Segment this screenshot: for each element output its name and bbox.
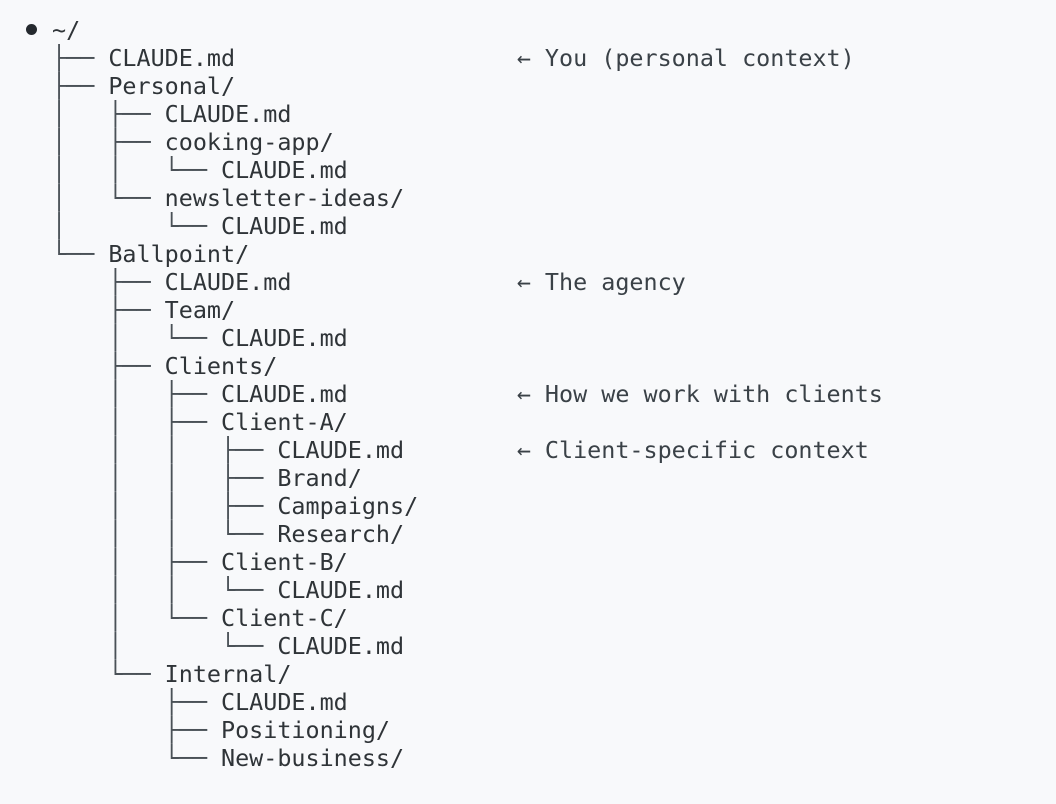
tree-branch-glyphs: ├── xyxy=(52,72,109,100)
tree-branch-glyphs: │ ├── xyxy=(52,408,221,436)
tree-folder-label[interactable]: Research/ xyxy=(277,520,405,548)
tree-row: │ ├── cooking-app/ xyxy=(52,128,883,156)
tree-branch-glyphs: ├── xyxy=(52,296,165,324)
tree-branch-glyphs: └── xyxy=(52,744,221,772)
tree-branch-glyphs: │ └── xyxy=(52,212,221,240)
tree-branch-glyphs: │ ├── xyxy=(52,380,221,408)
tree-folder-label[interactable]: New-business/ xyxy=(221,744,405,772)
tree-folder-label[interactable]: Positioning/ xyxy=(221,716,390,744)
tree-folder-label[interactable]: Internal/ xyxy=(164,660,292,688)
tree-file-label[interactable]: CLAUDE.md xyxy=(221,212,348,240)
tree-branch-glyphs: │ └── xyxy=(52,184,165,212)
tree-branch-glyphs: │ ├── xyxy=(52,548,221,576)
tree-branch-glyphs: │ └── xyxy=(52,324,221,352)
tree-row: │ └── CLAUDE.md xyxy=(52,632,883,660)
tree-row: ├── CLAUDE.md ← The agency xyxy=(52,268,883,296)
tree-folder-label[interactable]: Client-B/ xyxy=(221,548,348,576)
tree-folder-label[interactable]: Campaigns/ xyxy=(277,492,419,520)
tree-row: │ │ ├── CLAUDE.md ← Client-specific cont… xyxy=(52,436,883,464)
tree-branch-glyphs: │ └── xyxy=(52,604,221,632)
tree-branch-glyphs: ├── xyxy=(52,688,221,716)
tree-folder-label[interactable]: Client-A/ xyxy=(221,408,348,436)
tree-branch-glyphs: │ │ └── xyxy=(52,156,221,184)
tree-row: │ ├── Client-B/ xyxy=(52,548,883,576)
tree-row: │ ├── Client-A/ xyxy=(52,408,883,436)
tree-row: │ │ └── CLAUDE.md xyxy=(52,156,883,184)
tree-annotation: ← Client-specific context xyxy=(516,436,869,464)
tree-row: ├── Team/ xyxy=(52,296,883,324)
note-spacer xyxy=(348,380,517,408)
tree-folder-label[interactable]: Team/ xyxy=(164,296,236,324)
tree-branch-glyphs: └── xyxy=(52,660,165,688)
tree-folder-label[interactable]: ~/ xyxy=(52,16,81,44)
tree-row: ├── CLAUDE.md ← You (personal context) xyxy=(52,44,883,72)
tree-annotation: ← How we work with clients xyxy=(516,380,883,408)
tree-annotation: ← You (personal context) xyxy=(516,44,855,72)
tree-file-label[interactable]: CLAUDE.md xyxy=(277,436,405,464)
tree-branch-glyphs: │ │ └── xyxy=(52,576,278,604)
tree-row: │ └── CLAUDE.md xyxy=(52,324,883,352)
tree-branch-glyphs: │ └── xyxy=(52,632,278,660)
tree-folder-label[interactable]: cooking-app/ xyxy=(164,128,334,156)
tree-folder-label[interactable]: Personal/ xyxy=(108,72,236,100)
tree-file-label[interactable]: CLAUDE.md xyxy=(221,380,348,408)
tree-row: │ │ ├── Campaigns/ xyxy=(52,492,883,520)
tree-folder-label[interactable]: Brand/ xyxy=(277,464,362,492)
tree-branch-glyphs: │ ├── xyxy=(52,100,165,128)
tree-branch-glyphs: └── xyxy=(52,240,109,268)
tree-text-body: ~/├── CLAUDE.md ← You (personal context)… xyxy=(52,16,883,772)
tree-row: │ └── newsletter-ideas/ xyxy=(52,184,883,212)
tree-branch-glyphs: │ │ ├── xyxy=(52,492,278,520)
tree-branch-glyphs: │ │ ├── xyxy=(52,464,278,492)
tree-branch-glyphs: ├── xyxy=(52,44,109,72)
tree-row: │ └── Client-C/ xyxy=(52,604,883,632)
root-bullet-marker xyxy=(26,24,37,35)
tree-branch-glyphs: ├── xyxy=(52,716,221,744)
tree-file-label[interactable]: CLAUDE.md xyxy=(221,688,348,716)
tree-row: ├── Personal/ xyxy=(52,72,883,100)
tree-row: │ │ └── CLAUDE.md xyxy=(52,576,883,604)
tree-row: ├── Positioning/ xyxy=(52,716,883,744)
tree-row: ~/ xyxy=(52,16,883,44)
tree-row: └── New-business/ xyxy=(52,744,883,772)
tree-row: └── Ballpoint/ xyxy=(52,240,883,268)
note-spacer xyxy=(404,436,517,464)
tree-file-label[interactable]: CLAUDE.md xyxy=(221,156,348,184)
tree-file-label[interactable]: CLAUDE.md xyxy=(277,632,405,660)
tree-row: │ │ └── Research/ xyxy=(52,520,883,548)
note-spacer xyxy=(235,44,517,72)
tree-branch-glyphs: ├── xyxy=(52,268,165,296)
tree-file-label[interactable]: CLAUDE.md xyxy=(164,268,292,296)
tree-file-label[interactable]: CLAUDE.md xyxy=(277,576,405,604)
tree-branch-glyphs: ├── xyxy=(52,352,165,380)
tree-annotation: ← The agency xyxy=(516,268,686,296)
tree-folder-label[interactable]: Client-C/ xyxy=(221,604,348,632)
tree-row: ├── CLAUDE.md xyxy=(52,688,883,716)
tree-row: └── Internal/ xyxy=(52,660,883,688)
note-spacer xyxy=(291,268,516,296)
tree-row: │ └── CLAUDE.md xyxy=(52,212,883,240)
tree-row: │ │ ├── Brand/ xyxy=(52,464,883,492)
tree-file-label[interactable]: CLAUDE.md xyxy=(164,100,292,128)
tree-row: │ ├── CLAUDE.md xyxy=(52,100,883,128)
tree-branch-glyphs: │ ├── xyxy=(52,128,165,156)
tree-folder-label[interactable]: newsletter-ideas/ xyxy=(164,184,405,212)
tree-file-label[interactable]: CLAUDE.md xyxy=(108,44,236,72)
tree-branch-glyphs: │ │ ├── xyxy=(52,436,278,464)
tree-branch-glyphs: │ │ └── xyxy=(52,520,278,548)
tree-file-label[interactable]: CLAUDE.md xyxy=(221,324,348,352)
tree-folder-label[interactable]: Clients/ xyxy=(164,352,278,380)
tree-row: ├── Clients/ xyxy=(52,352,883,380)
tree-folder-label[interactable]: Ballpoint/ xyxy=(108,240,250,268)
tree-row: │ ├── CLAUDE.md ← How we work with clien… xyxy=(52,380,883,408)
